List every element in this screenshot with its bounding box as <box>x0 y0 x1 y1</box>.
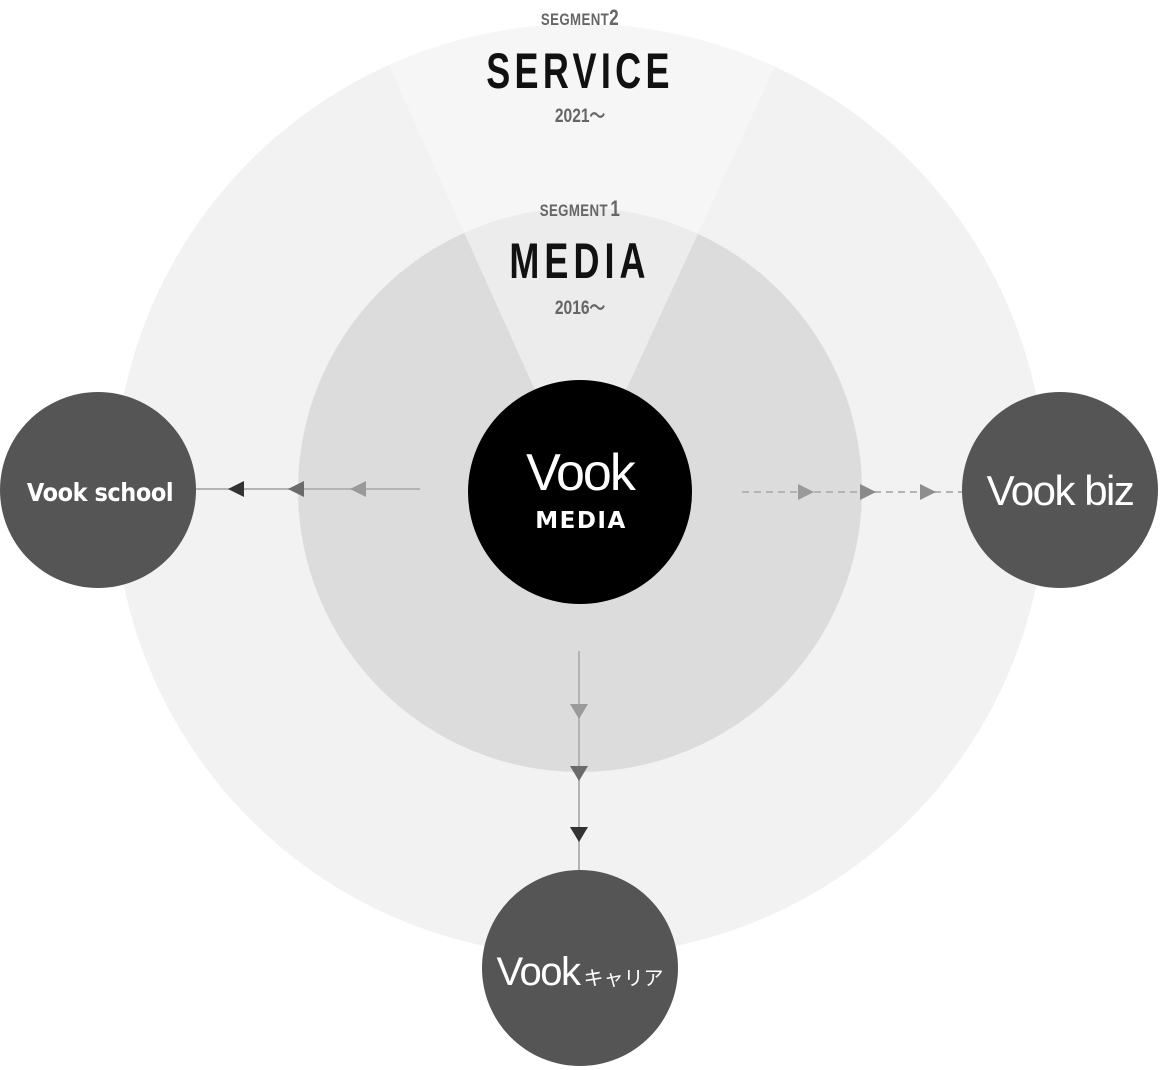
segment2-period: 2021〜 <box>555 105 606 127</box>
segment2-title: SERVICE <box>486 44 674 99</box>
arrow-down-icon <box>570 704 588 719</box>
center-node-vook-media[interactable]: Vook MEDIA <box>468 380 692 604</box>
segment2-label: SEGMENT2 <box>541 6 619 31</box>
service-node-vook-biz[interactable]: Vook biz <box>962 392 1158 588</box>
inner-wedge-highlight <box>355 208 810 490</box>
segment1-period: 2016〜 <box>555 297 606 319</box>
arrow-right-icon <box>920 484 936 500</box>
arrow-right-icon <box>798 484 814 500</box>
arrow-right-icon <box>860 484 876 500</box>
service-node-vook-school[interactable]: Vook school <box>0 392 196 588</box>
arrow-down-icon <box>570 766 588 781</box>
center-node-circle <box>468 380 692 604</box>
vook-logo: Vook <box>526 444 637 502</box>
connector-biz <box>742 484 962 500</box>
segment1-title: MEDIA <box>509 234 650 289</box>
center-node-subtitle: MEDIA <box>535 508 627 534</box>
arrow-left-icon <box>350 481 366 497</box>
service-node-label: Vook biz <box>987 467 1134 514</box>
service-node-circle <box>482 870 678 1066</box>
connector-career <box>570 651 588 880</box>
arrow-left-icon <box>288 481 304 497</box>
arrow-left-icon <box>228 481 244 497</box>
service-node-circle <box>0 392 196 588</box>
connector-school <box>196 481 420 497</box>
service-node-circle <box>962 392 1158 588</box>
arrow-down-icon <box>570 827 588 842</box>
service-node-label: Vook school <box>27 478 173 507</box>
